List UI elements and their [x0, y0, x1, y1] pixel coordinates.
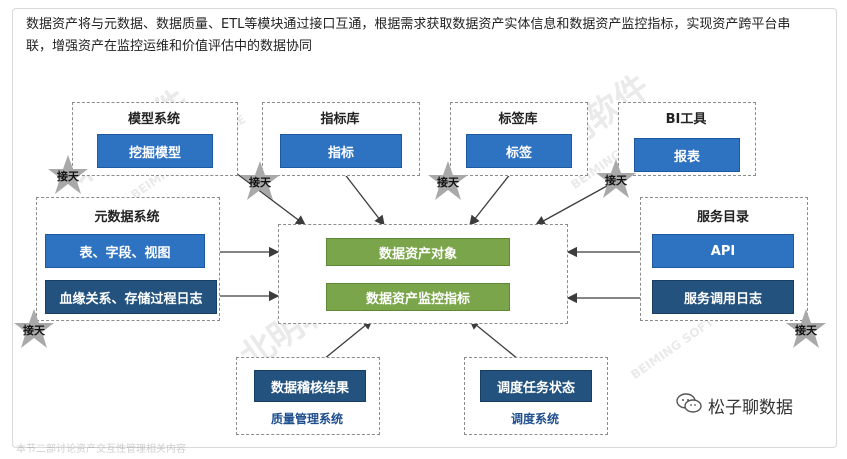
metadata-system-title: 元数据系统 [94, 210, 160, 225]
table-field-view-box: 表、字段、视图 [45, 234, 205, 268]
data-asset-monitor-box: 数据资产监控指标 [326, 283, 510, 311]
tag-box: 标签 [466, 134, 572, 168]
brand-watermark: 松子聊数据 [676, 393, 793, 418]
schedule-task-status-box: 调度任务状态 [480, 370, 592, 402]
indicator-library-title: 指标库 [320, 112, 360, 127]
api-box: API [652, 234, 794, 268]
star-label: 接天 [795, 324, 817, 337]
arrow-tag-to-center [469, 167, 516, 227]
indicator-box: 指标 [280, 134, 402, 168]
audit-result-box: 数据稽核结果 [254, 370, 366, 402]
interface-star-icon: 接天 [594, 158, 638, 202]
star-label: 接天 [605, 174, 627, 187]
arrow-indicator-to-center [339, 167, 385, 227]
arrow-model-to-center [231, 169, 307, 226]
description-text: 数据资产将与元数据、数据质量、ETL等模块通过接口互通，根据需求获取数据资产实体… [26, 17, 791, 54]
quality-system-title: 质量管理系统 [270, 412, 343, 426]
schedule-system-title: 调度系统 [510, 412, 559, 426]
report-box: 报表 [634, 138, 740, 172]
service-catalog-title: 服务目录 [696, 210, 749, 225]
interface-star-icon: 接天 [784, 308, 828, 352]
service-call-log-box: 服务调用日志 [652, 280, 794, 314]
bi-tool-title: BI工具 [665, 112, 707, 127]
star-label: 接天 [57, 170, 79, 183]
star-label: 接天 [23, 324, 45, 337]
model-system-title: 模型系统 [127, 112, 180, 127]
footer-faint-text: 本节二部讨论资产交互性管理相关内容 [16, 444, 186, 455]
wechat-icon [676, 393, 702, 418]
interface-star-icon: 接天 [46, 154, 90, 198]
interface-star-icon: 接天 [426, 160, 470, 204]
data-asset-object-box: 数据资产对象 [326, 238, 510, 266]
brand-text: 松子聊数据 [708, 398, 793, 418]
interface-star-icon: 接天 [238, 160, 282, 204]
mining-model-box: 挖掘模型 [97, 134, 213, 168]
lineage-log-box: 血缘关系、存储过程日志 [45, 280, 217, 314]
tag-library-title: 标签库 [498, 112, 538, 127]
interface-star-icon: 接天 [12, 308, 56, 352]
star-label: 接天 [437, 176, 459, 189]
star-label: 接天 [249, 176, 271, 189]
